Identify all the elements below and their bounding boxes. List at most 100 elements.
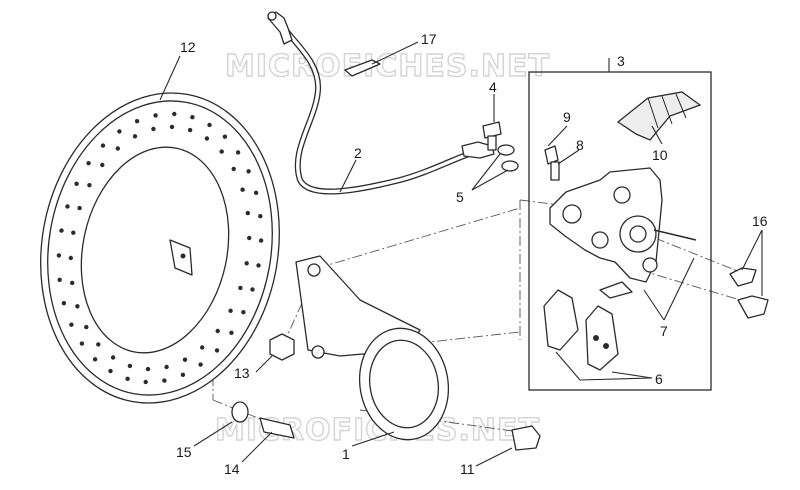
- disc-hole: [92, 357, 98, 362]
- disc-hole: [57, 277, 62, 282]
- pad-retaining-clip: [599, 281, 633, 299]
- bleed-screw: [544, 145, 560, 181]
- disc-hole: [198, 362, 203, 367]
- disc-hole: [162, 378, 167, 383]
- disc-hole: [222, 134, 228, 139]
- disc-hole: [65, 204, 70, 209]
- disc-hole: [245, 210, 250, 216]
- disc-hole: [145, 366, 151, 372]
- disc-hole: [71, 230, 76, 235]
- disc-hole: [219, 149, 224, 154]
- disc-hole: [84, 324, 89, 330]
- callout-3: 3: [617, 53, 625, 69]
- disc-hole: [70, 280, 75, 286]
- callout-14: 14: [224, 461, 240, 477]
- disc-hole: [100, 162, 105, 168]
- disc-hole: [74, 181, 79, 186]
- disc-hole: [241, 310, 246, 315]
- disc-hole: [240, 187, 245, 192]
- disc-hole: [125, 376, 130, 381]
- disc-hole: [228, 308, 233, 313]
- disc-hole: [77, 205, 82, 211]
- disc-hole: [132, 134, 138, 139]
- callout-12: 12: [180, 39, 196, 55]
- leader-lines: [159, 41, 763, 467]
- disc-hole: [231, 166, 236, 172]
- disc-hole: [238, 285, 243, 291]
- disc-hole: [204, 136, 210, 141]
- disc-hole: [87, 183, 92, 188]
- callout-15: 15: [176, 444, 192, 460]
- disc-hole: [169, 124, 175, 130]
- disc-hole: [151, 126, 156, 132]
- callout-8: 8: [576, 137, 584, 153]
- disc-hole: [108, 368, 113, 374]
- disc-hole: [182, 357, 188, 362]
- disc-hole: [246, 169, 251, 174]
- brake-disc: [40, 92, 280, 404]
- banjo-bolt: [482, 121, 502, 151]
- callout-9: 9: [563, 109, 571, 125]
- disc-hole: [96, 342, 101, 347]
- disc-hole: [235, 150, 241, 155]
- disc-hole: [143, 379, 148, 385]
- caliper-bolts: [729, 267, 769, 319]
- disc-hole: [68, 255, 74, 261]
- disc-hole: [56, 253, 62, 258]
- disc-hole: [117, 129, 122, 134]
- callout-5: 5: [456, 189, 464, 205]
- disc-hole: [134, 119, 140, 124]
- disc-hole: [59, 228, 64, 233]
- callout-7: 7: [660, 323, 668, 339]
- disc-hole: [69, 322, 74, 327]
- brake-hose: [267, 11, 495, 195]
- sealing-washers: [497, 144, 519, 172]
- nut: [269, 333, 295, 361]
- fitting: [511, 425, 541, 451]
- disc-hole: [253, 190, 259, 195]
- disc-hole: [100, 143, 106, 148]
- callout-16: 16: [752, 213, 768, 229]
- callout-11: 11: [460, 461, 475, 477]
- caliper-bracket: [295, 255, 450, 441]
- disc-hole: [127, 363, 133, 369]
- disc-hole: [187, 127, 193, 133]
- callout-10: 10: [652, 147, 668, 163]
- pad-spring: [616, 91, 702, 141]
- washer: [231, 401, 249, 423]
- brake-pads: [543, 289, 619, 371]
- disc-hole: [61, 301, 67, 306]
- disc-hole: [190, 115, 195, 120]
- disc-hole: [258, 214, 263, 219]
- callout-13: 13: [234, 365, 250, 381]
- disc-hole: [172, 111, 177, 117]
- disc-hole: [258, 238, 264, 243]
- disc-hole: [75, 304, 80, 309]
- hose-clip: [344, 59, 381, 77]
- disc-hole: [115, 146, 121, 151]
- disc-hole: [86, 161, 91, 166]
- disc-hole: [247, 235, 252, 241]
- disc-hole: [153, 113, 158, 118]
- bolt: [259, 417, 295, 439]
- callout-4: 4: [489, 79, 497, 95]
- caliper-assembly-box: [528, 71, 712, 391]
- hose-fitting: [461, 141, 495, 159]
- disc-hole: [256, 263, 261, 268]
- callout-2: 2: [354, 145, 362, 161]
- disc-hole: [164, 364, 169, 370]
- disc-hole: [110, 355, 116, 360]
- disc-hole: [244, 261, 249, 266]
- disc-hole: [180, 372, 186, 377]
- callout-numbers: 12 17 2 4 5 3 10 9 8 16 7 6 13 15 14 1 1…: [176, 31, 768, 477]
- brake-caliper: [549, 167, 697, 283]
- disc-hole: [214, 348, 220, 353]
- callout-6: 6: [655, 371, 663, 387]
- watermark-top: MICROFICHES.NET: [225, 49, 550, 84]
- disc-hole: [215, 328, 220, 334]
- disc-hole: [200, 345, 205, 350]
- disc-hole: [250, 287, 255, 292]
- callout-1: 1: [342, 446, 350, 462]
